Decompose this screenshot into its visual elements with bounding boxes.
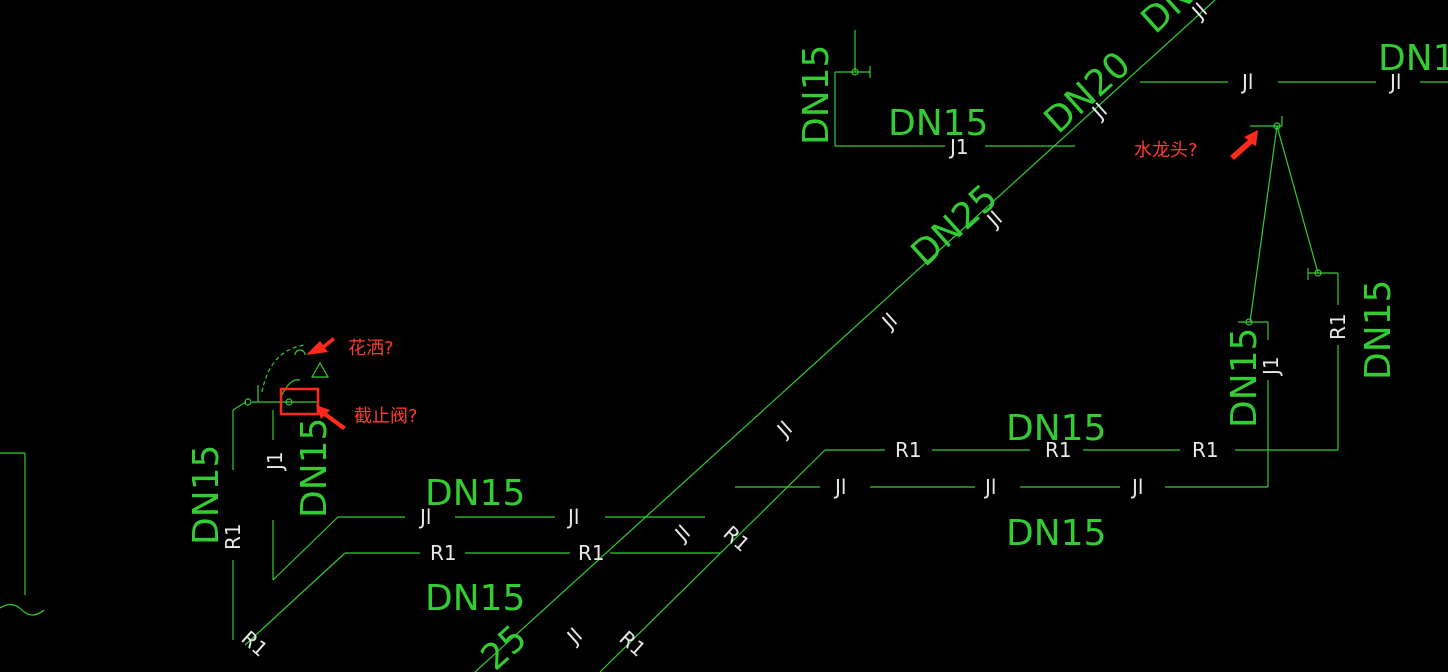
- arrow-stop-valve-icon: [316, 405, 346, 430]
- lower-left-branches: [232, 410, 720, 646]
- code-r1-diag-2: R1: [615, 626, 651, 662]
- label-dn15-lower-1: DN15: [425, 473, 525, 514]
- label-dn15-mid-bottom: DN15: [1006, 513, 1106, 554]
- label-dn25-upper: DN25: [904, 177, 1006, 275]
- annotation-stop-valve: 截止阀?: [279, 387, 418, 430]
- code-jl-riser-3: Jl: [876, 308, 902, 335]
- label-partial-topright: DN15: [1134, 0, 1236, 42]
- code-r1-right: R1: [1326, 313, 1350, 340]
- code-j1-right: J1: [1259, 356, 1283, 377]
- note-shower: 花洒?: [348, 338, 394, 359]
- stop-valve-highlight-box: [279, 387, 320, 416]
- label-dn15-right-vert-1: DN15: [1224, 328, 1265, 428]
- note-faucet: 水龙头?: [1134, 140, 1198, 161]
- code-jl-riser-5: Jl: [669, 520, 695, 547]
- code-jl-top-1: Jl: [1240, 70, 1253, 94]
- label-dn15-topright: DN15: [1378, 38, 1448, 79]
- code-jl-top-2: Jl: [1388, 70, 1401, 94]
- code-j1-top: J1: [948, 135, 969, 159]
- code-jl-riser-4: Jl: [771, 416, 797, 443]
- code-j1-left: J1: [263, 451, 287, 472]
- code-r1-low-1: R1: [430, 541, 457, 565]
- annotation-faucet: 水龙头?: [1134, 130, 1258, 161]
- code-r1-mid-1: R1: [895, 438, 922, 462]
- label-dn15-vert-top: DN15: [796, 45, 837, 145]
- code-jl-mid-2: Jl: [983, 475, 996, 499]
- annotation-shower: 花洒?: [306, 337, 394, 359]
- label-dn15-right-vert-2: DN15: [1358, 280, 1399, 380]
- code-jl-mid-1: Jl: [833, 475, 846, 499]
- right-risers: [1238, 268, 1339, 487]
- code-r1-mid-3: R1: [1192, 438, 1219, 462]
- label-dn15-left-vert-1: DN15: [186, 445, 227, 545]
- label-dn20: DN20: [1037, 44, 1139, 142]
- code-r1-diag-1: R1: [719, 521, 755, 557]
- code-r1-left: R1: [221, 523, 245, 550]
- label-dn15-lower-2: DN15: [425, 578, 525, 619]
- code-r1-low-2: R1: [578, 541, 605, 565]
- label-dn15-top: DN15: [888, 103, 988, 144]
- code-jl-mid-3: Jl: [1130, 475, 1143, 499]
- left-edge-fragment: [0, 452, 45, 616]
- main-riser: [474, 0, 1216, 672]
- code-r1-mid-2: R1: [1045, 438, 1072, 462]
- code-r1-diag-3: R1: [237, 626, 273, 662]
- arrow-shower-icon: [306, 337, 335, 355]
- pipe-size-labels: DN15 DN15 DN20 DN15 DN25 DN15 DN15 DN15 …: [186, 0, 1448, 672]
- code-jl-low-1: Jl: [418, 505, 431, 529]
- top-section: [834, 30, 1448, 323]
- label-dn15-left-vert-2: DN15: [294, 418, 335, 518]
- middle-branches: [599, 449, 1338, 672]
- label-dn15-mid-top: DN15: [1006, 408, 1106, 449]
- code-jl-riser-6: Jl: [561, 623, 587, 650]
- arrow-faucet-icon: [1230, 130, 1258, 160]
- code-jl-low-2: Jl: [566, 505, 579, 529]
- shower-fixture: [232, 344, 330, 411]
- note-stop-valve: 截止阀?: [354, 406, 418, 427]
